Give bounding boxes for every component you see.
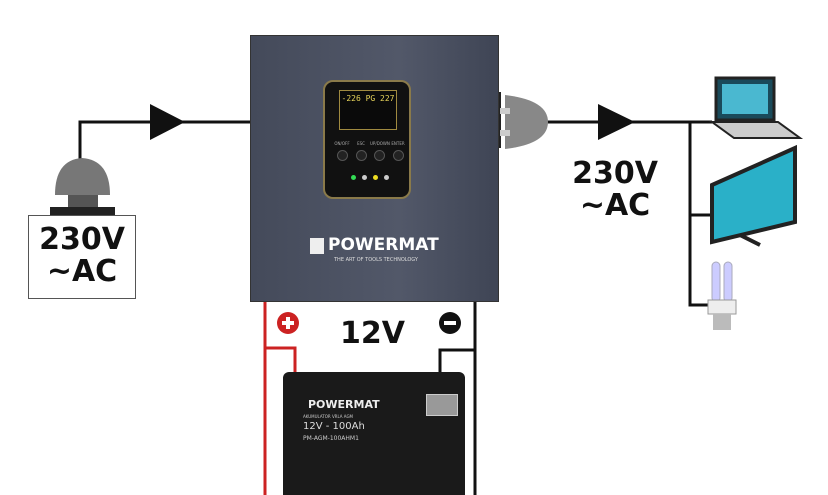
battery-model: PM-AGM-100AHM1 xyxy=(303,435,359,442)
button-label: ENTER xyxy=(391,141,405,146)
battery-label: AKUMULATOR VRLA AGM xyxy=(303,414,354,419)
negative-icon xyxy=(439,312,461,334)
output-type: ~AC xyxy=(579,188,651,223)
button-label: ON/OFF xyxy=(334,141,350,146)
battery-rating: 12V - 100Ah xyxy=(303,421,365,432)
led xyxy=(362,175,367,180)
input-voltage: 230V xyxy=(39,222,125,257)
output-voltage: 230V xyxy=(572,156,658,191)
led xyxy=(351,175,356,180)
powermat-logo-icon xyxy=(310,238,324,254)
output-label: 230V ~AC xyxy=(565,158,665,222)
barcode-icon xyxy=(426,394,458,416)
brand-tagline: THE ART OF TOOLS TECHNOLOGY xyxy=(334,257,418,263)
battery-brand: POWERMAT xyxy=(308,398,380,411)
led xyxy=(373,175,378,180)
input-wire xyxy=(78,120,250,160)
input-source-box: 230V ~AC xyxy=(28,215,136,299)
enter-button[interactable] xyxy=(393,150,404,161)
positive-icon xyxy=(277,312,299,334)
brand-logo: POWERMAT xyxy=(328,235,439,255)
bulb-icon xyxy=(707,261,737,330)
lcd-display: -226 PG 227 xyxy=(339,90,397,130)
esc-button[interactable] xyxy=(356,150,367,161)
tv-icon xyxy=(710,144,797,247)
button-label: ESC xyxy=(357,141,365,146)
button-label: UP/DOWN xyxy=(370,141,390,146)
input-type: ~AC xyxy=(46,254,118,289)
updown-button[interactable] xyxy=(374,150,385,161)
load-bus-wire xyxy=(688,122,712,307)
onoff-button[interactable] xyxy=(337,150,348,161)
battery: POWERMAT AKUMULATOR VRLA AGM 12V - 100Ah… xyxy=(283,372,465,495)
battery-voltage: 12V xyxy=(340,316,405,351)
input-arrow-icon xyxy=(150,104,185,140)
output-arrow-icon xyxy=(598,104,635,140)
input-plug-icon xyxy=(50,158,115,215)
laptop-icon xyxy=(708,76,804,139)
led xyxy=(384,175,389,180)
